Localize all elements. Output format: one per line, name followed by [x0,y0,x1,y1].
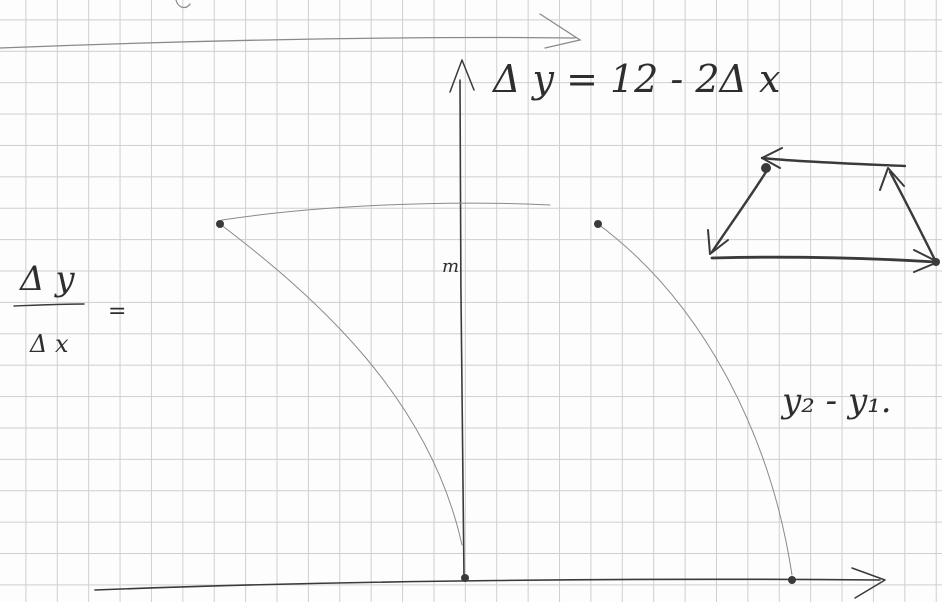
loop-right-edge [888,170,938,264]
mid-label: m [442,256,459,277]
fraction-bar [13,303,85,307]
loop-top-edge [760,156,907,168]
vertical-axis-arrowhead [449,59,475,93]
right-curve [597,223,793,576]
loop-corner-dot [761,163,771,173]
left-top-line [221,202,551,221]
point-right-top [594,220,602,228]
ratio-equals: = [108,299,126,324]
horizontal-axis-arrowhead [851,567,886,599]
ratio-denominator: Δ x [29,330,69,358]
point-origin [461,574,469,582]
loop-bottom-edge [710,255,938,264]
loop-right-arrowhead [879,167,905,191]
horizontal-axis [94,578,881,591]
top-arrowhead [539,13,582,49]
loop-left-edge [710,170,768,254]
loop-top-arrowhead [761,147,783,169]
top-hook [175,0,191,9]
point-left-top [216,220,224,228]
top-stroke [0,36,576,49]
difference-text: y₂ - y₁. [780,381,892,421]
loop-end-dot [932,258,940,266]
point-right-bottom [788,576,796,584]
equation-text: Δ y = 12 - 2Δ x [491,57,780,101]
loop-left-arrowhead [707,229,729,255]
ratio-numerator: Δ y [18,259,75,299]
vertical-axis [459,79,465,579]
left-curve [219,223,463,546]
